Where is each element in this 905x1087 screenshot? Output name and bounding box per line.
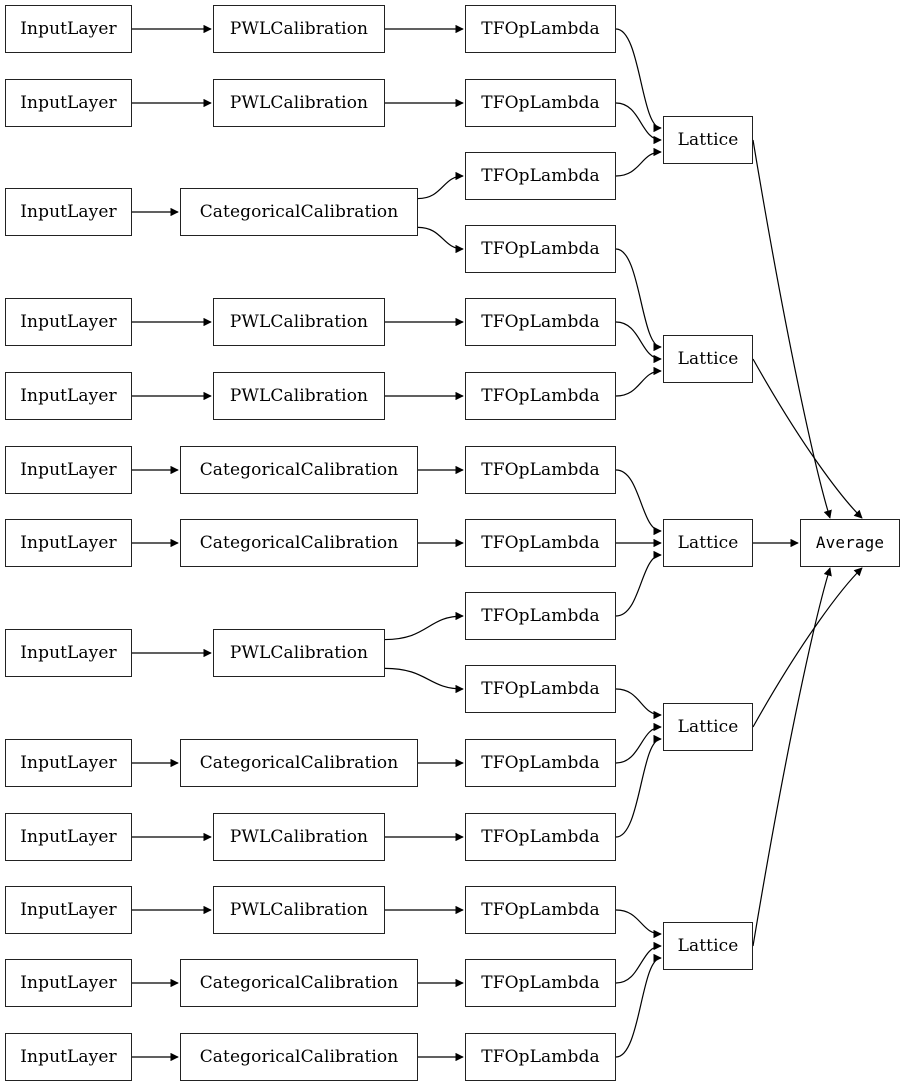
edge-lat1-to-avg [752,139,832,519]
graph-node-cal6: CategoricalCalibration [180,446,418,494]
graph-node-in2: InputLayer [5,79,132,127]
edge-cal3-to-op4 [417,226,464,254]
edge-op2-to-lat1 [615,102,662,145]
edge-op12-to-lat4 [615,734,662,838]
graph-node-cal4: PWLCalibration [213,298,385,346]
graph-node-op12: TFOpLambda [465,813,616,861]
graph-node-cal2: PWLCalibration [213,79,385,127]
graph-node-in3: InputLayer [5,188,132,236]
graph-node-op11: TFOpLambda [465,739,616,787]
graph-node-in9: InputLayer [5,739,132,787]
graph-node-cal3: CategoricalCalibration [180,188,418,236]
graph-node-op9: TFOpLambda [465,592,616,640]
graph-node-op7: TFOpLambda [465,446,616,494]
edge-op6-to-lat2 [615,366,662,397]
edge-cal8-to-op9 [384,611,464,641]
graph-node-cal9: CategoricalCalibration [180,739,418,787]
edge-op5-to-lat2 [615,321,662,364]
graph-node-op5: TFOpLambda [465,298,616,346]
edge-op13-to-lat5 [615,909,662,939]
graph-node-op10: TFOpLambda [465,665,616,713]
graph-node-in10: InputLayer [5,813,132,861]
graph-node-cal10: PWLCalibration [213,813,385,861]
graph-node-in1: InputLayer [5,5,132,53]
graph-node-op1: TFOpLambda [465,5,616,53]
graph-node-cal5: PWLCalibration [213,372,385,420]
graph-node-op15: TFOpLambda [465,1033,616,1081]
graph-node-in6: InputLayer [5,446,132,494]
graph-node-op3: TFOpLambda [465,152,616,200]
graph-node-op4: TFOpLambda [465,225,616,273]
graph-node-in8: InputLayer [5,629,132,677]
graph-node-in5: InputLayer [5,372,132,420]
graph-node-op8: TFOpLambda [465,519,616,567]
graph-node-cal11: PWLCalibration [213,886,385,934]
graph-node-in7: InputLayer [5,519,132,567]
graph-node-cal7: CategoricalCalibration [180,519,418,567]
edge-cal8-to-op10 [384,667,464,694]
graph-node-lat5: Lattice [663,922,753,970]
graph-node-cal8: PWLCalibration [213,629,385,677]
edge-op15-to-lat5 [615,953,662,1058]
edge-op14-to-lat5 [615,941,662,984]
graph-node-cal13: CategoricalCalibration [180,1033,418,1081]
edge-op1-to-lat1 [615,28,662,133]
graph-node-lat3: Lattice [663,519,753,567]
graph-node-in4: InputLayer [5,298,132,346]
edge-lat5-to-avg [752,567,832,947]
edge-op4-to-lat2 [615,248,662,352]
graph-node-avg: Average [800,519,900,567]
edge-op7-to-lat3 [615,469,662,536]
graph-node-lat2: Lattice [663,335,753,383]
edge-op3-to-lat1 [615,147,662,177]
graph-node-op13: TFOpLambda [465,886,616,934]
graph-node-cal1: PWLCalibration [213,5,385,53]
graph-node-in11: InputLayer [5,886,132,934]
graph-node-op14: TFOpLambda [465,959,616,1007]
edge-lat4-to-avg [752,567,863,728]
graph-node-lat4: Lattice [663,703,753,751]
edge-op11-to-lat4 [615,722,662,764]
graph-node-lat1: Lattice [663,116,753,164]
graph-node-in12: InputLayer [5,959,132,1007]
edge-lat2-to-avg [752,358,863,519]
graph-node-in13: InputLayer [5,1033,132,1081]
graph-node-op6: TFOpLambda [465,372,616,420]
graph-node-cal12: CategoricalCalibration [180,959,418,1007]
edge-cal3-to-op3 [417,171,464,200]
edge-op10-to-lat4 [615,688,662,720]
graph-node-op2: TFOpLambda [465,79,616,127]
edge-op9-to-lat3 [615,550,662,617]
